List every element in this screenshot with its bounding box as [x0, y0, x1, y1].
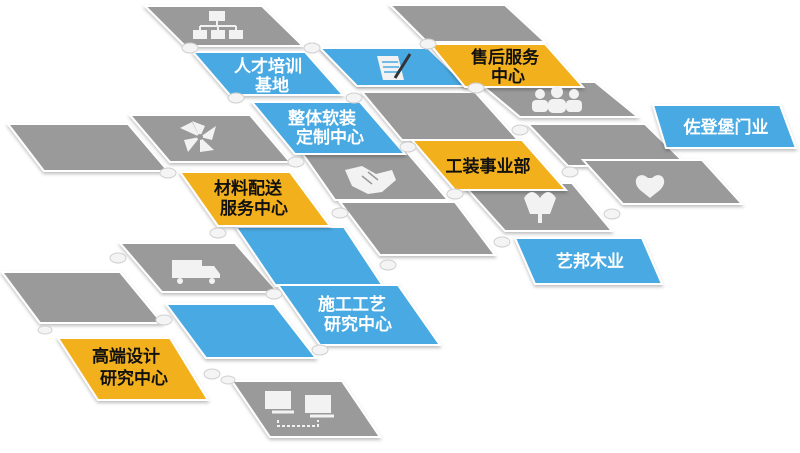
tile-cailiao[interactable] — [178, 171, 332, 227]
label-shouhou-line2: 中心 — [491, 66, 525, 87]
label-shigong-line2: 研究中心 — [324, 314, 392, 335]
label-zuodeng: 佐登堡门业 — [683, 117, 769, 138]
label-gaoduan-line1: 高端设计 — [92, 346, 160, 367]
connector-dot — [603, 208, 621, 220]
tile-shigong[interactable] — [276, 284, 442, 346]
connector-dot — [265, 288, 283, 300]
tile-gaoduan[interactable] — [56, 337, 210, 401]
people-icon — [532, 86, 582, 113]
label-renzai-line1: 人才培训 — [234, 56, 302, 77]
connector-dot — [493, 236, 511, 248]
connector-dot — [159, 167, 177, 179]
connector-dot — [109, 252, 127, 264]
connector-dot — [399, 141, 417, 153]
heart-icon — [635, 175, 665, 198]
label-shigong-line1: 施工工艺 — [318, 294, 386, 315]
connector-dot — [155, 314, 173, 326]
connector-dot — [511, 124, 529, 136]
tile-gongzhuang[interactable] — [409, 139, 569, 191]
connector-dot — [203, 368, 221, 380]
connector-dot — [311, 344, 329, 356]
label-zhengti-line2: 定制中心 — [296, 127, 364, 148]
tile-center-blank — [337, 201, 498, 256]
label-cailiao-line2: 服务中心 — [220, 198, 288, 219]
document-pen-icon — [377, 53, 412, 80]
computers-icon — [265, 391, 334, 427]
connector-dot — [419, 38, 437, 50]
blue-tiles — [164, 47, 798, 359]
label-cailiao-line1: 材料配送 — [214, 178, 283, 199]
tile-shouhou[interactable] — [427, 43, 586, 88]
label-gaoduan-line2: 研究中心 — [100, 368, 168, 389]
yellow-tiles — [56, 43, 586, 401]
connector-dot — [467, 82, 485, 94]
connector-dot — [561, 166, 579, 178]
label-shouhou-line1: 售后服务 — [471, 47, 540, 68]
connector-dot — [331, 207, 349, 219]
connector-dot — [303, 42, 321, 54]
label-renzai-line2: 基地 — [254, 75, 289, 96]
tile-zuodeng[interactable] — [651, 104, 798, 149]
pinwheel-icon — [180, 121, 216, 152]
connector-dot — [446, 188, 464, 200]
connector-dot — [209, 227, 227, 239]
tile-top-right-blank — [387, 4, 548, 43]
tile-yibang[interactable] — [513, 237, 664, 285]
org-chart-icon — [193, 11, 243, 39]
flower-icon — [524, 192, 556, 223]
label-yibang: 艺邦木业 — [556, 251, 624, 272]
connector-dot — [37, 325, 53, 335]
connector-dot — [181, 42, 199, 54]
connector-dot — [287, 156, 305, 168]
tile-lower-left-blank — [0, 271, 165, 324]
connector-dots — [37, 38, 621, 385]
label-gongzhuang: 工装事业部 — [446, 156, 531, 177]
label-zhengti-line1: 整体软装 — [288, 108, 356, 129]
connector-dot — [345, 92, 363, 104]
tile-blank-blue-low — [164, 303, 319, 359]
connector-dot — [379, 259, 397, 271]
connector-dot — [227, 92, 245, 104]
handshake-icon — [345, 166, 396, 194]
tile-renzai[interactable] — [190, 51, 346, 96]
tile-zhengti[interactable] — [249, 101, 408, 155]
connector-dot — [220, 375, 236, 385]
truck-icon — [172, 260, 220, 284]
